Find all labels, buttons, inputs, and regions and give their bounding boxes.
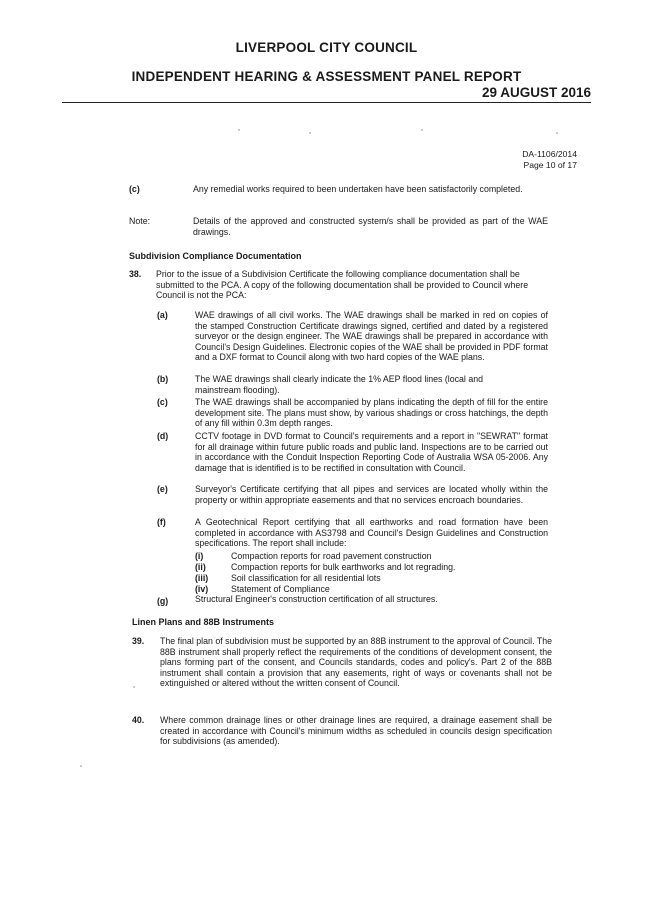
condition-text: The final plan of subdivision must be su… [160,636,552,689]
subitem-text: Soil classification for all residential … [231,573,381,583]
subitem-text: Statement of Compliance [231,584,330,594]
scan-speck [556,132,558,134]
item-text: Surveyor's Certificate certifying that a… [195,484,548,505]
scan-speck [133,686,135,688]
report-title: INDEPENDENT HEARING & ASSESSMENT PANEL R… [131,69,522,84]
page-reference: DA-1106/2014 Page 10 of 17 [522,149,577,171]
scan-speck [309,132,311,134]
item-tag: (c) [129,184,140,194]
item-tag: (e) [157,484,168,494]
condition-number: 39. [132,636,145,646]
item-tag: (d) [157,431,169,441]
item-text: WAE drawings of all civil works. The WAE… [195,310,548,363]
item-text: Any remedial works required to been unde… [193,184,523,194]
note-text: Details of the approved and constructed … [193,216,548,237]
condition-intro: Prior to the issue of a Subdivision Cert… [156,269,529,301]
page-number: Page 10 of 17 [523,160,577,170]
subitem-tag: (iii) [195,573,209,583]
scan-speck [238,129,240,131]
subitem-tag: (ii) [195,562,206,572]
item-text: The WAE drawings shall clearly indicate … [195,374,484,395]
subitem-tag: (iv) [195,584,209,594]
item-text: Structural Engineer's construction certi… [195,594,438,604]
item-text: A Geotechnical Report certifying that al… [195,517,548,549]
item-tag: (f) [157,517,166,527]
council-name: LIVERPOOL CITY COUNCIL [235,40,418,55]
item-tag: (c) [157,397,168,407]
item-tag: (g) [157,596,169,606]
item-text: CCTV footage in DVD format to Council's … [195,431,548,473]
scan-speck [421,129,423,131]
section-heading: Linen Plans and 88B Instruments [132,617,275,627]
scan-speck [80,765,82,767]
subitem-text: Compaction reports for road pavement con… [231,551,432,561]
subitem-text: Compaction reports for bulk earthworks a… [231,562,456,572]
item-tag: (a) [157,310,168,320]
subitem-tag: (i) [195,551,204,561]
condition-number: 38. [129,269,142,279]
item-tag: (b) [157,374,169,384]
condition-number: 40. [132,715,145,725]
section-heading: Subdivision Compliance Documentation [129,251,302,261]
note-tag: Note: [129,216,151,226]
report-date: 29 AUGUST 2016 [481,85,591,100]
da-number: DA-1106/2014 [522,149,577,159]
header-divider [62,102,591,103]
condition-text: Where common drainage lines or other dra… [160,715,552,747]
item-text: The WAE drawings shall be accompanied by… [195,397,548,429]
